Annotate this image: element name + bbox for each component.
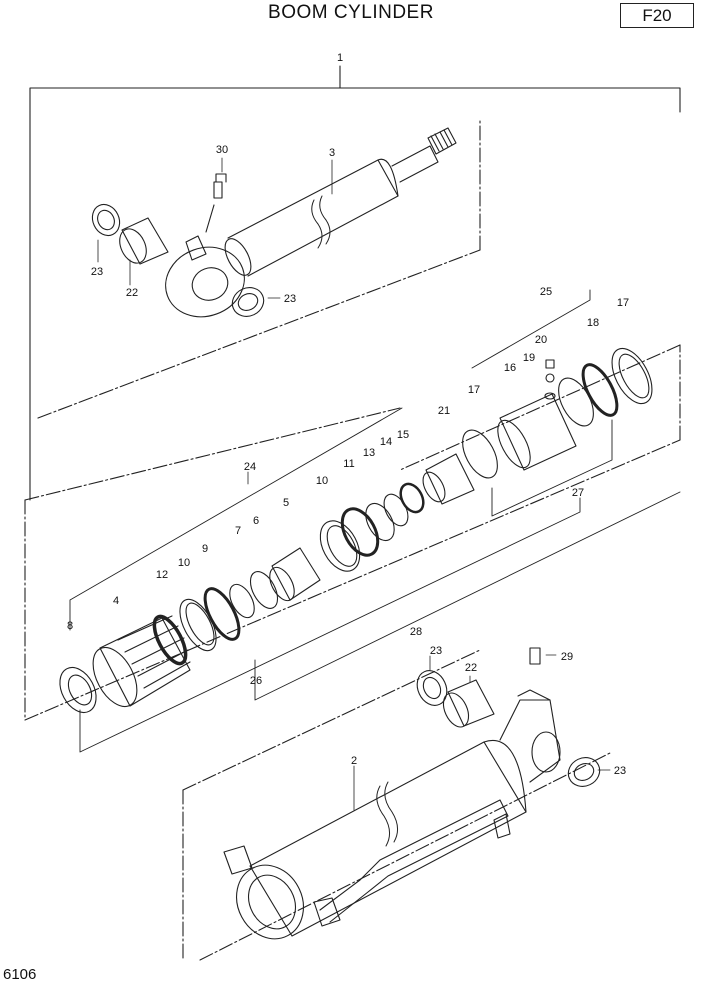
callout-30: 30	[216, 144, 228, 156]
rod-bushing-and-seals	[91, 203, 265, 317]
callout-10-left: 10	[178, 557, 190, 569]
callout-23-rod-left: 23	[91, 266, 103, 278]
callout-4: 4	[113, 595, 119, 607]
gland-seal-rings	[152, 571, 279, 666]
callout-13: 13	[363, 447, 375, 459]
callout-23-rod-right: 23	[284, 293, 296, 305]
callout-3: 3	[329, 147, 335, 159]
callout-22-tube: 22	[465, 662, 477, 674]
callout-labels: 1 3 30 23 22 23 25 17 18 20 19 16 17 21 …	[67, 52, 629, 777]
piston-seal-rings	[319, 482, 425, 572]
callout-21: 21	[438, 405, 450, 417]
callout-26: 26	[250, 675, 262, 687]
callout-1: 1	[337, 52, 343, 64]
diagram-title: BOOM CYLINDER	[268, 2, 434, 23]
assembly-bracket-1	[29, 65, 681, 113]
page-code-box: F20	[620, 3, 694, 28]
callout-29: 29	[561, 651, 573, 663]
piston-group-leaders	[69, 289, 681, 753]
callout-8: 8	[67, 620, 73, 632]
piston-head	[462, 347, 653, 479]
callout-11: 11	[343, 458, 354, 470]
callout-15: 15	[397, 429, 409, 441]
rod-group-boundary	[24, 111, 481, 501]
callout-12: 12	[156, 569, 168, 581]
piston-body	[269, 547, 321, 602]
callout-18: 18	[587, 317, 599, 329]
cylinder-tube	[223, 647, 601, 940]
document-number: 6106	[3, 966, 37, 983]
cushion-ring	[422, 453, 475, 505]
callout-10-right: 10	[316, 475, 328, 487]
callout-leaders	[97, 157, 611, 811]
callout-23-tube-right: 23	[614, 765, 626, 777]
callout-22-rod: 22	[126, 287, 138, 299]
piston-rod	[165, 127, 457, 318]
callout-2: 2	[351, 755, 357, 767]
callout-17-left: 17	[468, 384, 480, 396]
callout-16: 16	[504, 362, 516, 374]
callout-23-tube-top: 23	[430, 645, 442, 657]
callout-20: 20	[535, 334, 547, 346]
tube-group-boundary	[182, 649, 613, 961]
callout-17-right: 17	[617, 297, 629, 309]
callout-28: 28	[410, 626, 422, 638]
callout-19: 19	[523, 352, 535, 364]
callout-14: 14	[380, 436, 392, 448]
callout-27: 27	[572, 487, 584, 499]
piston-group-boundary	[24, 344, 681, 721]
callout-24: 24	[244, 461, 256, 473]
callout-5: 5	[283, 497, 289, 509]
callout-6: 6	[253, 515, 259, 527]
callout-7: 7	[235, 525, 241, 537]
callout-25: 25	[540, 286, 552, 298]
cylinder-gland	[59, 615, 191, 714]
callout-9: 9	[202, 543, 208, 555]
